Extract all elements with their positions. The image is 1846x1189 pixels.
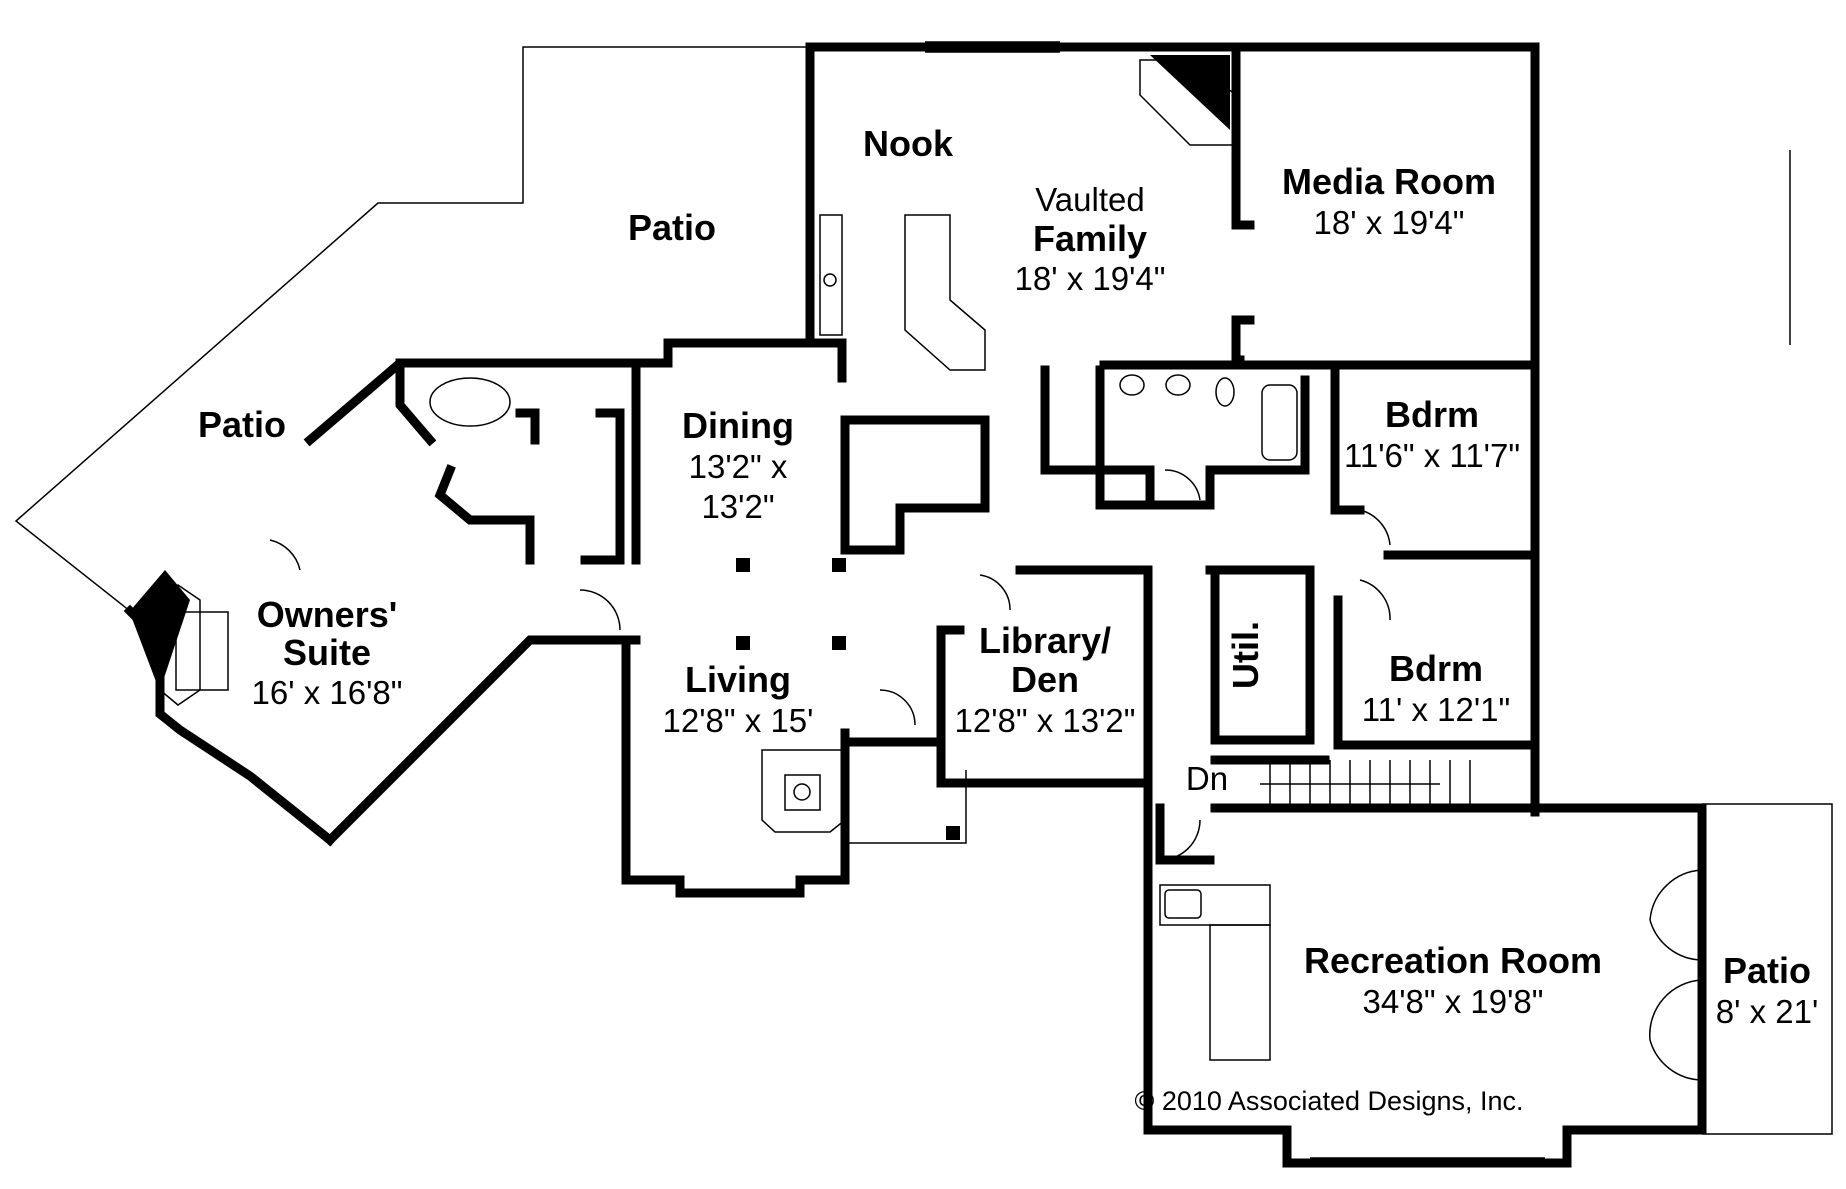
stairs-label: Dn: [1186, 760, 1228, 797]
column-1: [736, 558, 750, 572]
patio-1-label: Patio: [628, 207, 716, 248]
wall-media-west: [1231, 42, 1255, 230]
wall-kitchen-west: [805, 42, 847, 383]
living-fireplace: [761, 749, 846, 833]
wall-dining-north: [631, 338, 815, 565]
nook-label: Nook: [863, 123, 954, 164]
library-label-2: Den: [1011, 659, 1079, 700]
wall-owners-se: [323, 635, 625, 847]
bedroom-1-label: Bdrm: [1385, 394, 1479, 435]
family-dims: 18' x 19'4": [1015, 260, 1166, 297]
wall-owners-bath: [395, 358, 437, 447]
dining-dims-1: 13'2" x: [689, 448, 788, 485]
bedroom-1-dims: 11'6" x 11'7": [1344, 437, 1520, 474]
wall-owners-closet: [515, 408, 540, 445]
room-labels: Patio Patio Nook Vaulted Family 18' x 19…: [198, 123, 1818, 1116]
patio-2-label: Patio: [198, 404, 286, 445]
owners-tub: [429, 377, 511, 427]
wall-recreation: [1143, 778, 1707, 1168]
library-dims: 12'8" x 13'2": [955, 702, 1136, 739]
utility-label: Util.: [1225, 621, 1266, 689]
owners-dims: 16' x 16'8": [252, 674, 403, 711]
stair-treads: [1260, 760, 1471, 808]
recreation-label: Recreation Room: [1304, 940, 1602, 981]
owners-label-1: Owners': [257, 594, 398, 635]
wall-owners-north: [303, 358, 641, 447]
dining-label: Dining: [682, 405, 794, 446]
dining-dims-2: 13'2": [701, 488, 774, 525]
living-dims: 12'8" x 15': [663, 702, 814, 739]
column-3: [736, 636, 750, 650]
living-label: Living: [685, 659, 791, 700]
patio-3-label: Patio: [1723, 950, 1811, 991]
door-den-south: [879, 689, 916, 726]
door-hall: [1159, 819, 1201, 861]
media-fireplace-hearth: [1150, 55, 1230, 130]
solid-details: [130, 55, 1230, 840]
owners-fireplace-hearth: [130, 570, 190, 690]
door-bedroom-1: [1359, 509, 1391, 546]
column-2: [832, 558, 846, 572]
media-dims: 18' x 19'4": [1314, 204, 1465, 241]
door-dining: [579, 589, 621, 631]
family-prefix: Vaulted: [1035, 181, 1144, 218]
wall-bedroom-2-west: [1333, 595, 1540, 750]
wall-media-lower: [1231, 315, 1255, 365]
bedroom-2-dims: 11' x 12'1": [1362, 691, 1510, 728]
wall-bath-center: [840, 415, 990, 555]
door-library: [979, 574, 1011, 611]
patio-outline-west: [14, 46, 810, 612]
family-label: Family: [1033, 218, 1147, 259]
kitchen-island: [904, 214, 986, 371]
wall-laundry: [1205, 565, 1315, 745]
door-bath: [1164, 469, 1201, 501]
owners-label-2: Suite: [283, 632, 371, 673]
wall-hall-bath-2: [1095, 365, 1310, 510]
wall-owners-closet-2: [580, 408, 625, 565]
wall-owners-bath-2: [434, 464, 535, 565]
library-label-1: Library/: [979, 620, 1111, 661]
porch-post: [946, 826, 960, 840]
patio-3-dims: 8' x 21': [1716, 993, 1819, 1030]
walls: [123, 42, 1707, 1168]
column-4: [832, 636, 846, 650]
patio-outline-east: [1702, 803, 1833, 1135]
door-owners-1: [269, 539, 301, 571]
media-label: Media Room: [1282, 161, 1496, 202]
recreation-dims: 34'8" x 19'8": [1363, 983, 1544, 1020]
door-bedroom-2: [1359, 579, 1391, 621]
bedroom-2-label: Bdrm: [1389, 648, 1483, 689]
wall-living-east: [840, 728, 945, 747]
wall-bedroom-1-west: [1330, 360, 1365, 515]
copyright: © 2010 Associated Designs, Inc.: [1134, 1086, 1523, 1116]
wall-living-west: [621, 635, 850, 898]
